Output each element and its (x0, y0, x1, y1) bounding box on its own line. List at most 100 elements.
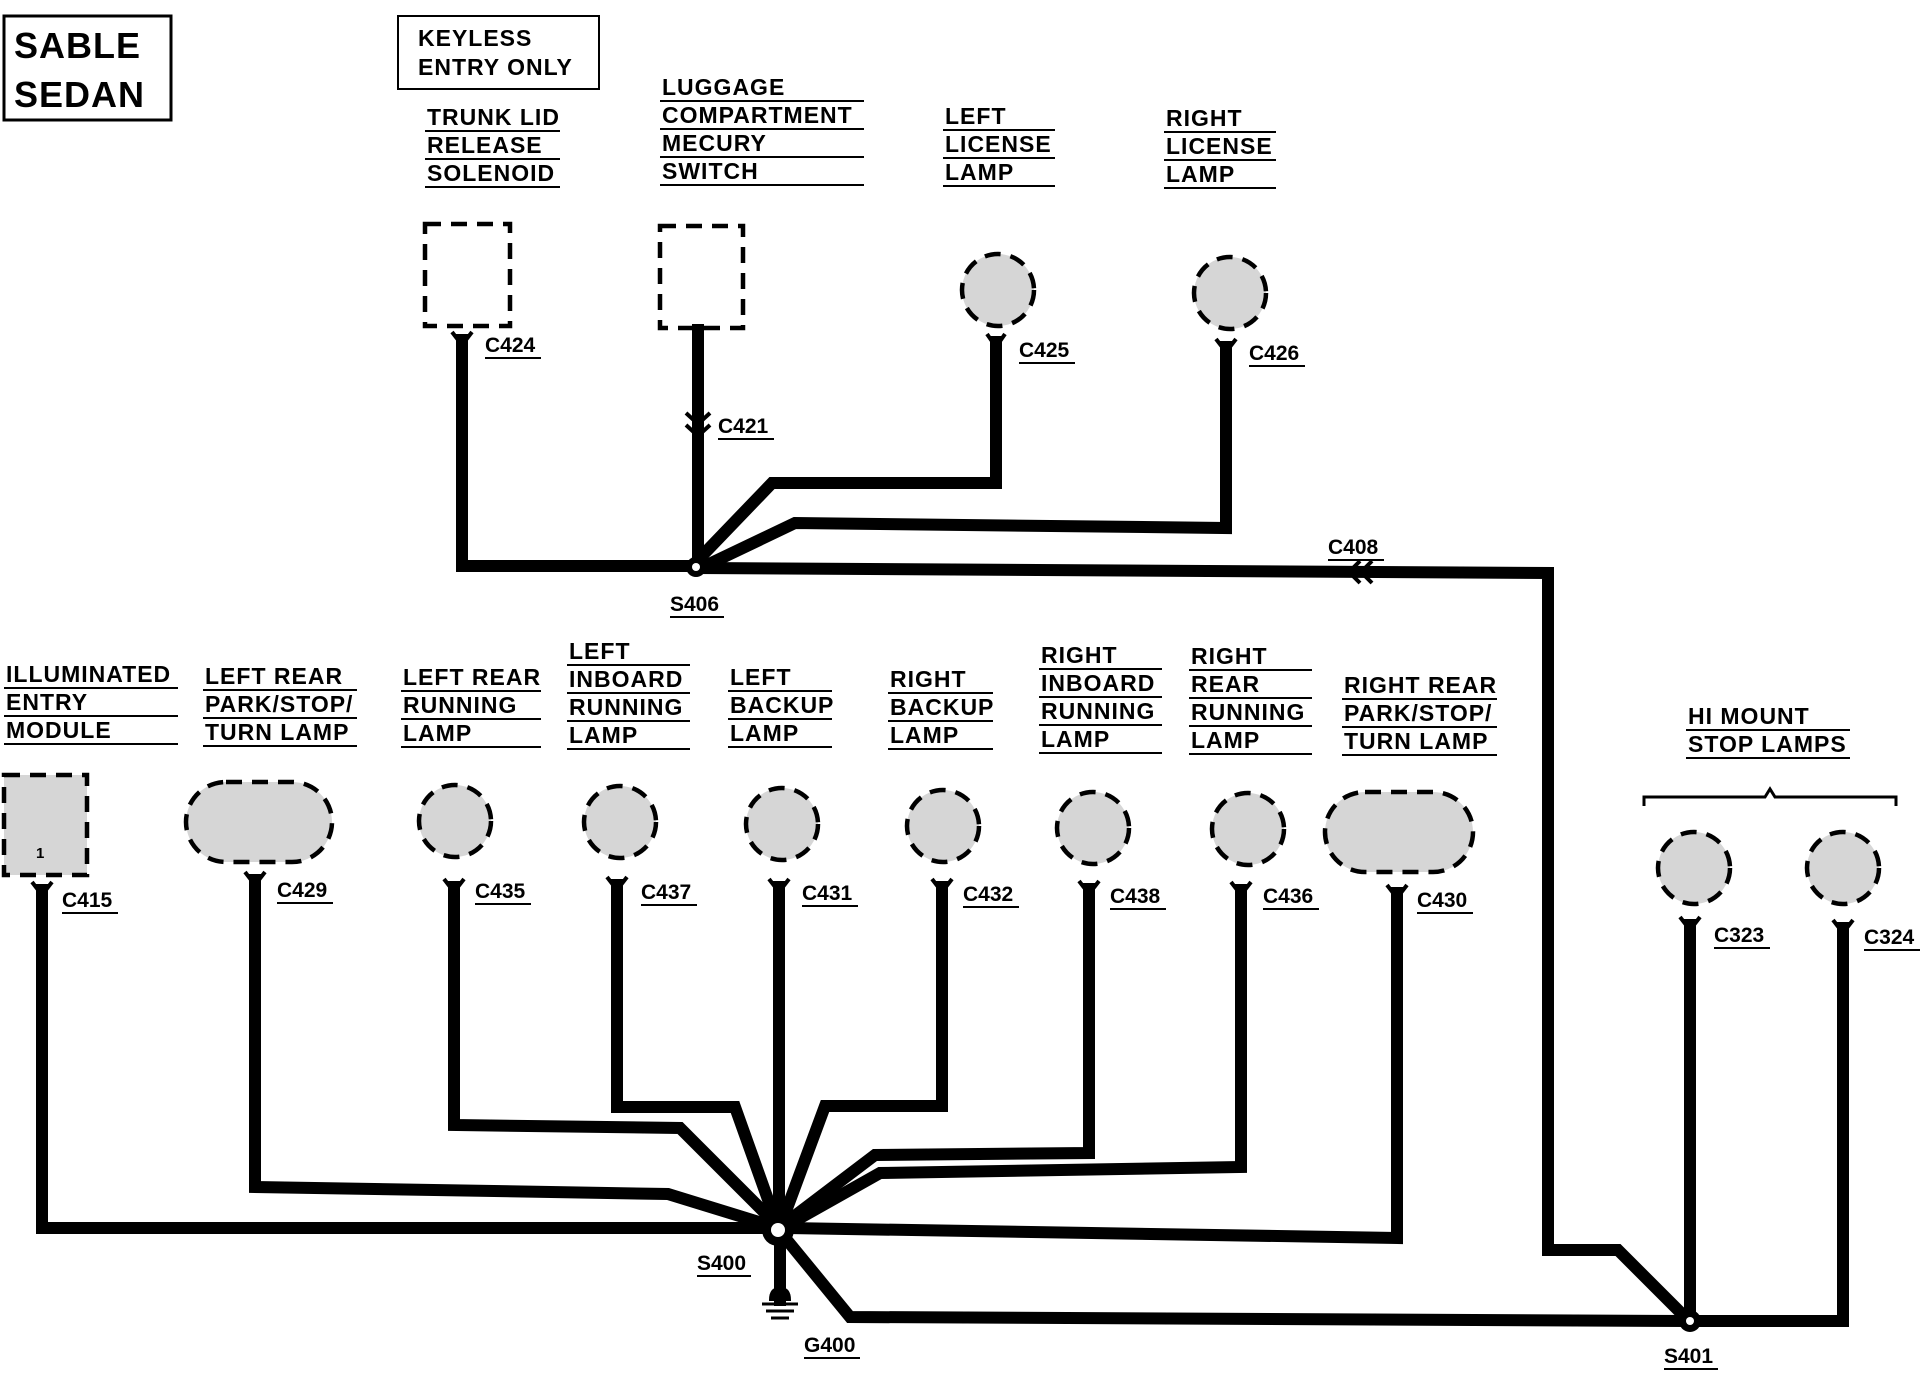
svg-text:RIGHT: RIGHT (890, 666, 967, 692)
note-line-1: KEYLESS (418, 25, 532, 51)
svg-text:BACKUP: BACKUP (890, 694, 994, 720)
svg-text:C436: C436 (1263, 885, 1313, 908)
svg-text:SWITCH: SWITCH (662, 158, 759, 184)
lr-park-label: LEFT REAR PARK/STOP/ TURN LAMP (203, 663, 357, 747)
lr-park-stop-turn-lamp (183, 779, 335, 865)
svg-text:LICENSE: LICENSE (1166, 133, 1273, 159)
svg-text:MODULE: MODULE (6, 717, 112, 743)
hi-mount-stop-lamp-left (1655, 829, 1733, 907)
rr-park-stop-turn-lamp (1322, 789, 1476, 875)
svg-text:LAMP: LAMP (1166, 161, 1235, 187)
l-backup-lamp (743, 785, 821, 863)
svg-text:SOLENOID: SOLENOID (427, 160, 555, 186)
l-inboard-running-lamp (581, 783, 659, 861)
svg-text:ILLUMINATED: ILLUMINATED (6, 661, 171, 687)
svg-text:PARK/STOP/: PARK/STOP/ (1344, 700, 1492, 726)
right-license-lamp (1191, 254, 1269, 332)
r-inboard-label: RIGHT INBOARD RUNNING LAMP (1039, 642, 1162, 754)
svg-text:LUGGAGE: LUGGAGE (662, 74, 785, 100)
illuminated-entry-label: ILLUMINATED ENTRY MODULE (4, 661, 178, 745)
svg-text:RIGHT REAR: RIGHT REAR (1344, 672, 1497, 698)
left-license-label: LEFT LICENSE LAMP (943, 103, 1055, 187)
svg-text:C431: C431 (802, 882, 853, 905)
right-license-label: RIGHT LICENSE LAMP (1164, 105, 1276, 189)
splice-s400-center (771, 1223, 785, 1237)
svg-text:RUNNING: RUNNING (1191, 699, 1305, 725)
svg-text:REAR: REAR (1191, 671, 1260, 697)
svg-text:LEFT: LEFT (945, 103, 1007, 129)
illuminated-entry-pin: 1 (36, 845, 44, 862)
svg-text:C425: C425 (1019, 339, 1070, 362)
svg-text:G400: G400 (804, 1334, 855, 1357)
svg-text:LAMP: LAMP (1041, 726, 1110, 752)
l-inboard-label: LEFT INBOARD RUNNING LAMP (567, 638, 690, 750)
svg-text:RUNNING: RUNNING (569, 694, 683, 720)
splice-labels: S406 S400 S401 G400 (670, 593, 1718, 1370)
svg-text:LEFT: LEFT (569, 638, 631, 664)
svg-text:RIGHT: RIGHT (1166, 105, 1243, 131)
svg-text:LAMP: LAMP (1191, 727, 1260, 753)
svg-text:PARK/STOP/: PARK/STOP/ (205, 691, 353, 717)
note-box (397, 15, 600, 90)
illuminated-entry-module (1, 772, 90, 878)
svg-text:C430: C430 (1417, 889, 1467, 912)
svg-text:TURN LAMP: TURN LAMP (1344, 728, 1488, 754)
svg-text:C438: C438 (1110, 885, 1161, 908)
svg-text:LEFT: LEFT (730, 664, 792, 690)
svg-text:C408: C408 (1328, 536, 1379, 559)
svg-text:TRUNK LID: TRUNK LID (427, 104, 560, 130)
svg-text:C426: C426 (1249, 342, 1299, 365)
left-license-lamp (959, 251, 1037, 329)
r-inboard-running-lamp (1054, 789, 1132, 867)
svg-text:LAMP: LAMP (569, 722, 638, 748)
svg-text:LEFT REAR: LEFT REAR (403, 664, 541, 690)
svg-text:TURN LAMP: TURN LAMP (205, 719, 349, 745)
svg-text:RUNNING: RUNNING (403, 692, 517, 718)
svg-text:C421: C421 (718, 415, 769, 438)
trunk-lid-label: TRUNK LID RELEASE SOLENOID (425, 104, 560, 188)
r-backup-lamp (904, 787, 982, 865)
svg-text:LAMP: LAMP (890, 722, 959, 748)
ground-icon (762, 1286, 798, 1320)
svg-text:MECURY: MECURY (662, 130, 767, 156)
svg-text:BACKUP: BACKUP (730, 692, 834, 718)
title-box (2, 14, 173, 122)
svg-text:C324: C324 (1864, 926, 1915, 949)
svg-text:ENTRY: ENTRY (6, 689, 88, 715)
connector-symbols (30, 330, 1855, 937)
svg-text:RELEASE: RELEASE (427, 132, 543, 158)
svg-text:RUNNING: RUNNING (1041, 698, 1155, 724)
title-line-2: SEDAN (14, 74, 145, 115)
r-backup-label: RIGHT BACKUP LAMP (888, 666, 994, 750)
rr-park-label: RIGHT REAR PARK/STOP/ TURN LAMP (1342, 672, 1497, 756)
svg-text:C435: C435 (475, 880, 526, 903)
svg-text:LICENSE: LICENSE (945, 131, 1052, 157)
svg-text:C415: C415 (62, 889, 113, 912)
svg-text:C424: C424 (485, 334, 536, 357)
svg-text:LAMP: LAMP (730, 720, 799, 746)
trunk-lid-solenoid (422, 221, 513, 329)
note-line-2: ENTRY ONLY (418, 54, 573, 80)
hi-mount-label: HI MOUNT STOP LAMPS (1642, 703, 1898, 806)
svg-text:STOP LAMPS: STOP LAMPS (1688, 731, 1847, 757)
splice-s401-center (1686, 1317, 1694, 1325)
svg-text:S400: S400 (697, 1252, 746, 1275)
svg-text:S406: S406 (670, 593, 719, 616)
rr-running-lamp (1209, 790, 1287, 868)
lr-running-lamp (416, 782, 494, 860)
svg-text:LAMP: LAMP (945, 159, 1014, 185)
luggage-compartment-switch (657, 223, 746, 331)
svg-text:LAMP: LAMP (403, 720, 472, 746)
svg-text:INBOARD: INBOARD (569, 666, 683, 692)
splice-s406-center (692, 563, 700, 571)
svg-text:C429: C429 (277, 879, 327, 902)
svg-text:INBOARD: INBOARD (1041, 670, 1155, 696)
svg-text:RIGHT: RIGHT (1041, 642, 1118, 668)
svg-text:RIGHT: RIGHT (1191, 643, 1268, 669)
svg-text:C323: C323 (1714, 924, 1764, 947)
title-line-1: SABLE (14, 25, 141, 66)
svg-text:C437: C437 (641, 881, 691, 904)
luggage-switch-label: LUGGAGE COMPARTMENT MECURY SWITCH (660, 74, 864, 186)
svg-text:S401: S401 (1664, 1345, 1713, 1368)
